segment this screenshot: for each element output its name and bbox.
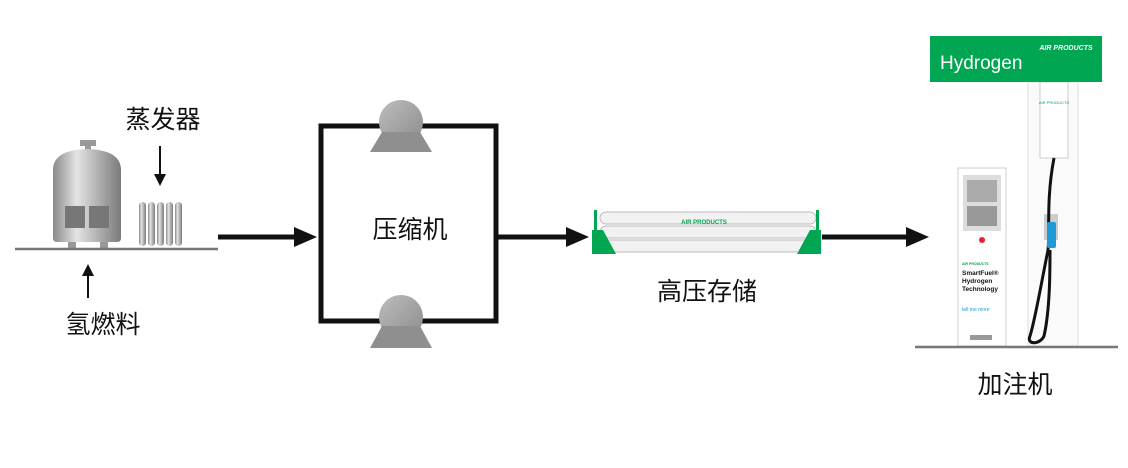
pump-bottom (370, 295, 432, 348)
panel-line-3: Technology (962, 286, 998, 293)
evaporator-label: 蒸发器 (125, 105, 201, 134)
indicator-light (979, 237, 985, 243)
compressor-label: 压缩机 (372, 215, 448, 244)
panel-line-1: SmartFuel® (962, 270, 999, 277)
high-pressure-storage-tubes: AIR PRODUCTS (592, 210, 821, 254)
pump-top (370, 100, 432, 152)
panel-line-2: Hydrogen (962, 278, 993, 285)
hydrogen-dispenser: AIR PRODUCTS AIR PRODUCTS (915, 36, 1118, 349)
dispenser-label: 加注机 (977, 370, 1053, 399)
flow-arrow-1 (218, 227, 317, 247)
sign-hydrogen-text: Hydrogen (940, 53, 1023, 74)
fuel-tank (53, 140, 121, 250)
storage-label: 高压存储 (656, 277, 758, 306)
hydrogen-fuel-label: 氢燃料 (65, 310, 141, 339)
panel-link: tell me more (962, 307, 990, 313)
flow-arrow-3 (822, 227, 929, 247)
svg-text:AIR PRODUCTS: AIR PRODUCTS (681, 220, 727, 226)
evaporator-coils (139, 202, 182, 246)
flow-arrow-2 (498, 227, 589, 247)
panel-brand: AIR PRODUCTS (962, 262, 989, 266)
svg-text:AIR PRODUCTS: AIR PRODUCTS (1038, 45, 1093, 52)
dispenser-panel-text: SmartFuel® Hydrogen Technology (962, 270, 1006, 294)
svg-text:AIR PRODUCTS: AIR PRODUCTS (1039, 100, 1070, 105)
